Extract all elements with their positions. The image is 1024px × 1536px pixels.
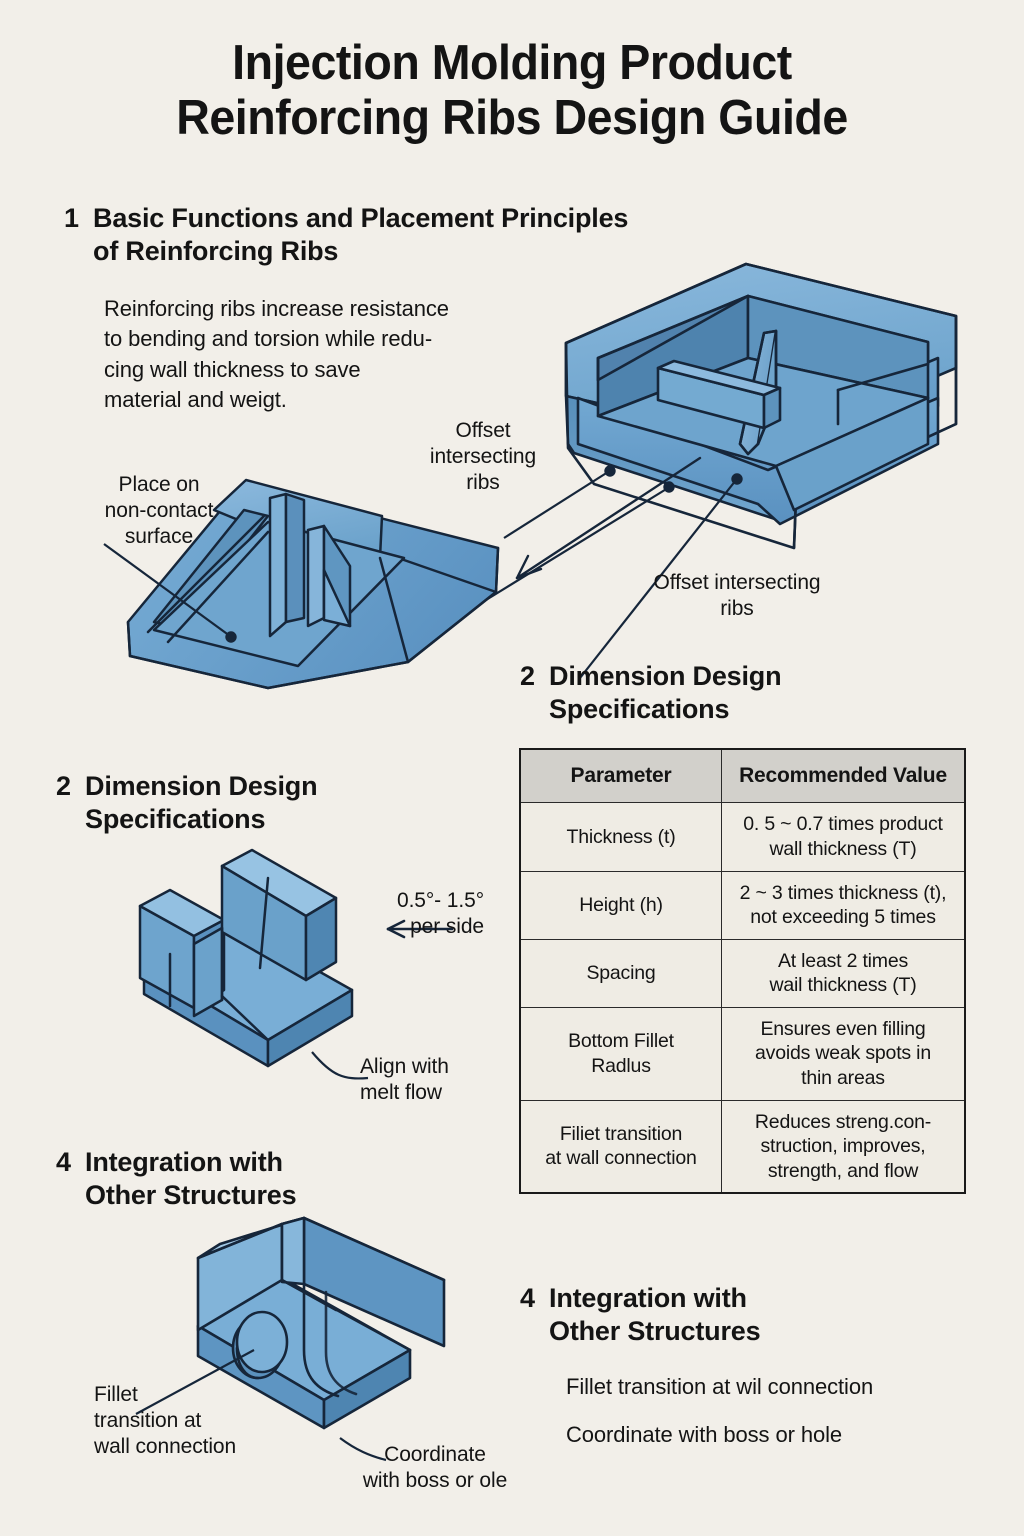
- illustration-boss-hole-rib-part: [135, 1200, 498, 1462]
- section-1-body-line-2: to bending and torsion while redu-: [104, 326, 433, 352]
- leader-line-c: [579, 479, 737, 679]
- label-coordinate-line-1: Coordinate: [384, 1443, 486, 1466]
- table-header-parameter: Parameter: [519, 748, 722, 804]
- dimension-specifications-table: Parameter Recommended Value Thickness (t…: [519, 748, 966, 1195]
- label-draft-angle: 0.5°- 1.5° per side: [302, 888, 484, 940]
- section-1-number: 1: [64, 203, 80, 233]
- table-cell-parameter: Height (h): [519, 870, 722, 940]
- section-2-right-number: 2: [520, 661, 536, 691]
- section-4-left-heading-line-2: Other Structures: [85, 1179, 297, 1210]
- table-row: Thickness (t) 0. 5 ~ 0.7 times product w…: [519, 802, 966, 872]
- label-fillet-line-1: Fillet: [94, 1383, 138, 1406]
- section-2-left-heading-line-2: Specifications: [85, 803, 266, 834]
- page-title: Injection Molding Product Reinforcing Ri…: [26, 36, 999, 146]
- parameter-line-1: Bottom Fillet: [568, 1030, 674, 1053]
- section-1-heading-line-2: of Reinforcing Ribs: [93, 235, 339, 266]
- label-draft-line-1: 0.5°- 1.5°: [396, 889, 484, 912]
- label-offset-lower-line-2: ribs: [720, 597, 754, 621]
- illustration-ribbed-tray-part: [103, 470, 538, 700]
- section-4-right-heading-line-1: Integration with: [549, 1283, 747, 1313]
- section-4-left-number: 4: [56, 1147, 72, 1177]
- value-line-1: At least 2 times: [777, 949, 909, 972]
- leader-line-a: [503, 471, 609, 539]
- table-row: Spacing At least 2 times wail thickness …: [519, 938, 966, 1008]
- table-header-row: Parameter Recommended Value: [519, 748, 966, 804]
- label-align-line-1: Align with: [360, 1055, 449, 1078]
- illustration-draft-angle-rib-part: [128, 848, 458, 1108]
- value-line-1: Ensures even filling: [760, 1017, 926, 1040]
- leader-line-b: [485, 487, 669, 601]
- leader-align-melt-flow: [311, 1051, 369, 1080]
- section-4-right-heading-line-2: Other Structures: [549, 1315, 761, 1346]
- label-offset-upper-line-2: intersecting: [429, 445, 537, 469]
- label-place-line-1: Place on: [118, 473, 200, 496]
- label-align-with-melt-flow: Align with melt flow: [360, 1054, 560, 1106]
- value-line-2: struction, improves,: [760, 1135, 926, 1158]
- table-row: Filiet transition at wall connection Red…: [519, 1099, 966, 1194]
- title-line-2: Reinforcing Ribs Design Guide: [176, 90, 848, 145]
- section-1-heading-line-1: Basic Functions and Placement Principles: [93, 203, 629, 233]
- section-4-right-number: 4: [520, 1283, 536, 1313]
- table-cell-parameter: Filiet transition at wall connection: [519, 1099, 722, 1194]
- section-2-right-heading-line-2: Specifications: [549, 693, 730, 724]
- table-cell-value: 0. 5 ~ 0.7 times product wall thickness …: [721, 802, 966, 872]
- table-cell-value: 2 ~ 3 times thickness (t), not exceeding…: [721, 870, 966, 940]
- table-cell-value: Ensures even filling avoids weak spots i…: [721, 1006, 966, 1101]
- arrow-draft-angle: [386, 919, 454, 939]
- section-2-left-number: 2: [56, 771, 72, 801]
- table-cell-parameter: Bottom Fillet Radlus: [519, 1006, 722, 1101]
- value-line-3: thin areas: [801, 1066, 885, 1089]
- illustration-offset-intersecting-ribs-part: [485, 248, 978, 679]
- table-header-recommended-value: Recommended Value: [721, 748, 966, 804]
- section-1-body-line-1: Reinforcing ribs increase resistance: [104, 296, 449, 321]
- parameter-line-2: at wall connection: [545, 1147, 697, 1170]
- arrow-to-big-part: [515, 456, 702, 580]
- label-offset-intersecting-ribs-lower: Offset intersecting ribs: [612, 570, 862, 622]
- value-line-3: strength, and flow: [767, 1159, 919, 1182]
- parameter-line-2: Radlus: [591, 1054, 651, 1077]
- value-line-2: avoids weak spots in: [755, 1042, 931, 1065]
- label-place-line-3: surface: [124, 525, 194, 549]
- section-4-right-heading: 4 Integration with Other Structures: [520, 1282, 940, 1348]
- value-line-2: wail thickness (T): [769, 974, 917, 997]
- table-cell-parameter: Spacing: [519, 938, 722, 1008]
- label-offset-intersecting-ribs-upper: Offset intersecting ribs: [400, 418, 566, 496]
- label-place-on-noncontact-surface: Place on non-contact surface: [76, 472, 242, 550]
- label-offset-lower-line-1: Offset intersecting: [653, 571, 821, 594]
- section-2-right-heading: 2 Dimension Design Specifications: [520, 660, 940, 726]
- section-2-right-heading-line-1: Dimension Design: [549, 661, 782, 691]
- section-1-body-line-4: material and weigt.: [104, 387, 287, 413]
- section-4-right-bullet-2: Coordinate with boss or hole: [566, 1422, 843, 1447]
- section-1-heading: 1 Basic Functions and Placement Principl…: [64, 202, 764, 268]
- value-line-1: 0. 5 ~ 0.7 times product: [743, 813, 943, 836]
- section-1-body: Reinforcing ribs increase resistance to …: [104, 294, 604, 415]
- label-coordinate-with-boss-or-hole: Coordinate with boss or ole: [330, 1442, 540, 1494]
- title-line-1: Injection Molding Product: [232, 36, 792, 90]
- value-line-2: not exceeding 5 times: [750, 906, 936, 929]
- section-4-left-heading-line-1: Integration with: [85, 1147, 283, 1177]
- table-cell-value: At least 2 times wail thickness (T): [721, 938, 966, 1008]
- label-place-line-2: non-contact: [104, 499, 214, 523]
- value-line-2: wall thickness (T): [769, 838, 917, 861]
- section-2-left-heading: 2 Dimension Design Specifications: [56, 770, 476, 836]
- table-row: Bottom Fillet Radlus Ensures even fillin…: [519, 1006, 966, 1101]
- label-draft-line-2: per side: [410, 915, 484, 939]
- parameter-line-1: Filiet transition: [559, 1122, 683, 1145]
- value-line-1: Reduces streng.con-: [754, 1110, 932, 1133]
- table-row: Height (h) 2 ~ 3 times thickness (t), no…: [519, 870, 966, 940]
- label-align-line-2: melt flow: [360, 1081, 442, 1105]
- section-4-right-bullet-1: Fillet transition at wil connection: [566, 1374, 874, 1399]
- label-coordinate-line-2: with boss or ole: [362, 1469, 508, 1493]
- label-fillet-line-2: transition at: [94, 1409, 202, 1433]
- label-offset-upper-line-1: Offset: [455, 419, 511, 442]
- table-cell-parameter: Thickness (t): [519, 802, 722, 872]
- section-2-left-heading-line-1: Dimension Design: [85, 771, 318, 801]
- section-1-body-line-3: cing wall thickness to save: [104, 356, 361, 382]
- label-fillet-line-3: wall connection: [94, 1435, 237, 1459]
- table-cell-value: Reduces streng.con- struction, improves,…: [721, 1099, 966, 1194]
- label-offset-upper-line-3: ribs: [466, 471, 500, 495]
- label-fillet-transition-at-wall-connection: Fillet transition at wall connection: [94, 1382, 324, 1460]
- section-4-left-heading: 4 Integration with Other Structures: [56, 1146, 476, 1212]
- value-line-1: 2 ~ 3 times thickness (t),: [739, 881, 947, 904]
